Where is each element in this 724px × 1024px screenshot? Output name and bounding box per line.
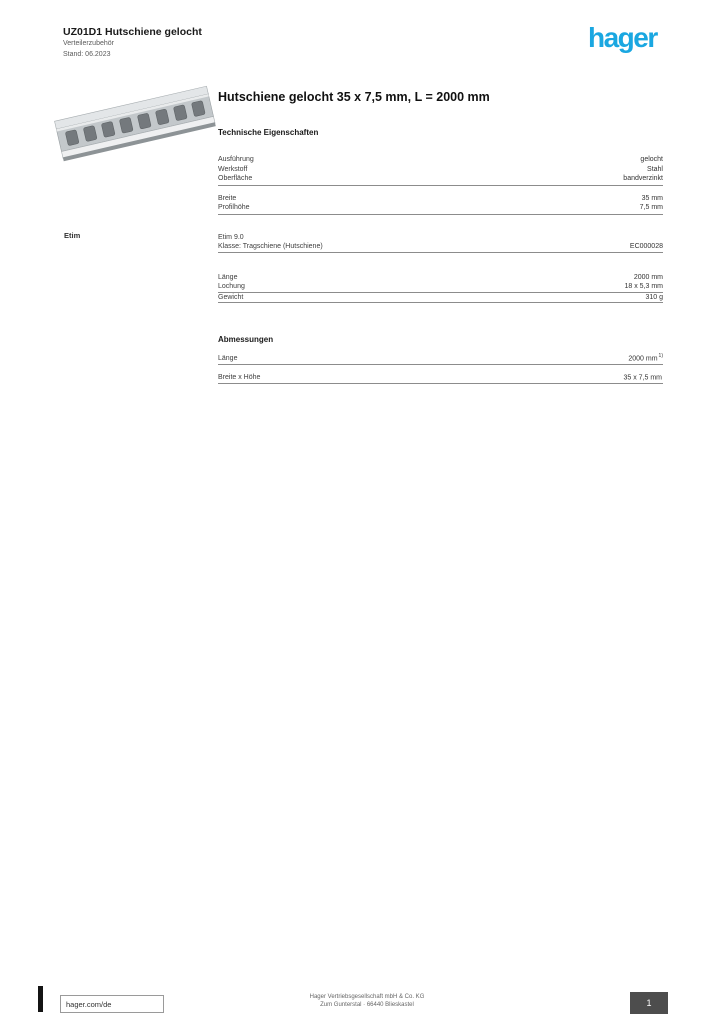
etim-version-row: Etim 9.0 <box>218 233 663 243</box>
header-product-block: UZ01D1 Hutschiene gelocht Verteilerzubeh… <box>63 26 202 59</box>
spec-label: Breite <box>218 194 237 202</box>
etim-class-code: EC000028 <box>629 243 663 250</box>
spec-row: Lochung 18 x 5,3 mm <box>218 282 663 293</box>
product-title: Hutschiene gelocht 35 x 7,5 mm, L = 2000… <box>218 90 490 104</box>
crop-mark <box>38 986 43 1012</box>
spec-row: Gewicht 310 g <box>218 293 663 303</box>
spec-group-size: Breite 35 mm Profilhöhe 7,5 mm <box>218 194 663 215</box>
spec-group-length: Länge 2000 mm Lochung 18 x 5,3 mm Gewich… <box>218 273 663 303</box>
spec-value: 310 g <box>645 293 663 301</box>
spec-value: 2000 mm <box>633 273 663 281</box>
footnote-marker: 1) <box>658 353 663 359</box>
etim-class-row: Klasse: Tragschiene (Hutschiene) EC00002… <box>218 242 663 253</box>
dimension-row: Länge 2000 mm1) <box>218 352 663 365</box>
spec-label: Werkstoff <box>218 165 248 173</box>
dimension-value-text: 35 x 7,5 mm <box>623 374 662 382</box>
spec-value: 35 mm <box>641 194 663 202</box>
footer-website-link[interactable]: hager.com/de <box>66 999 112 1009</box>
section-heading-technical: Technische Eigenschaften <box>218 128 319 137</box>
spec-row: Breite 35 mm <box>218 194 663 204</box>
spec-row: Oberfläche bandverzinkt <box>218 174 663 184</box>
spec-value: bandverzinkt <box>623 175 663 182</box>
spec-label: Lochung <box>218 283 245 290</box>
dimension-value-text: 2000 mm <box>628 355 658 363</box>
dimension-row: Breite x Höhe 35 x 7,5 mm <box>218 371 663 384</box>
spec-label: Gewicht <box>218 293 244 301</box>
spec-row: Profilhöhe 7,5 mm <box>218 203 663 213</box>
spec-label: Oberfläche <box>218 175 253 182</box>
header-subline-2: Stand: 06.2023 <box>63 50 111 58</box>
product-reference: UZ01D1 Hutschiene gelocht <box>63 26 202 38</box>
section-heading-dimensions: Abmessungen <box>218 335 274 344</box>
footer-company-block: Hager Vertriebsgesellschaft mbH & Co. KG… <box>287 994 447 1009</box>
spec-value: 7,5 mm <box>639 204 663 211</box>
spec-value: gelocht <box>640 156 663 163</box>
main-content: Hutschiene gelocht 35 x 7,5 mm, L = 2000… <box>218 90 663 384</box>
spec-row: Länge 2000 mm <box>218 273 663 283</box>
dimension-label: Länge <box>218 355 238 363</box>
spec-label: Länge <box>218 273 238 281</box>
spec-value: 18 x 5,3 mm <box>624 283 663 290</box>
product-image-din-rail-icon <box>54 85 216 162</box>
dimension-value: 2000 mm1) <box>628 352 663 364</box>
spec-label: Ausführung <box>218 156 254 163</box>
spec-value: Stahl <box>647 165 663 173</box>
etim-class-label: Klasse: Tragschiene (Hutschiene) <box>218 243 323 250</box>
dimension-label: Breite x Höhe <box>218 374 261 382</box>
footer-page-box: 1 <box>630 992 668 1014</box>
footer-page-number: 1 <box>646 998 652 1008</box>
header-subline-1: Verteilerzubehör <box>63 40 114 47</box>
footer-company-line2: Zum Gunterstal · 66440 Blieskastel <box>320 1001 414 1008</box>
etim-version: Etim 9.0 <box>218 233 244 241</box>
footer-company-line1: Hager Vertriebsgesellschaft mbH & Co. KG <box>309 994 425 1000</box>
dimensions-section: Abmessungen Länge 2000 mm1) Breite x Höh… <box>218 335 663 384</box>
spec-row: Ausführung gelocht <box>218 155 663 165</box>
dimension-value: 35 x 7,5 mm <box>623 371 663 383</box>
spec-row: Werkstoff Stahl <box>218 165 663 175</box>
etim-side-label: Etim <box>64 231 81 240</box>
footer-website-box[interactable]: hager.com/de <box>60 995 164 1013</box>
hager-logo: hager <box>588 22 658 53</box>
spec-label: Profilhöhe <box>218 204 250 211</box>
etim-block: Etim 9.0 Klasse: Tragschiene (Hutschiene… <box>218 233 663 253</box>
spec-group-general: Ausführung gelocht Werkstoff Stahl Oberf… <box>218 155 663 186</box>
